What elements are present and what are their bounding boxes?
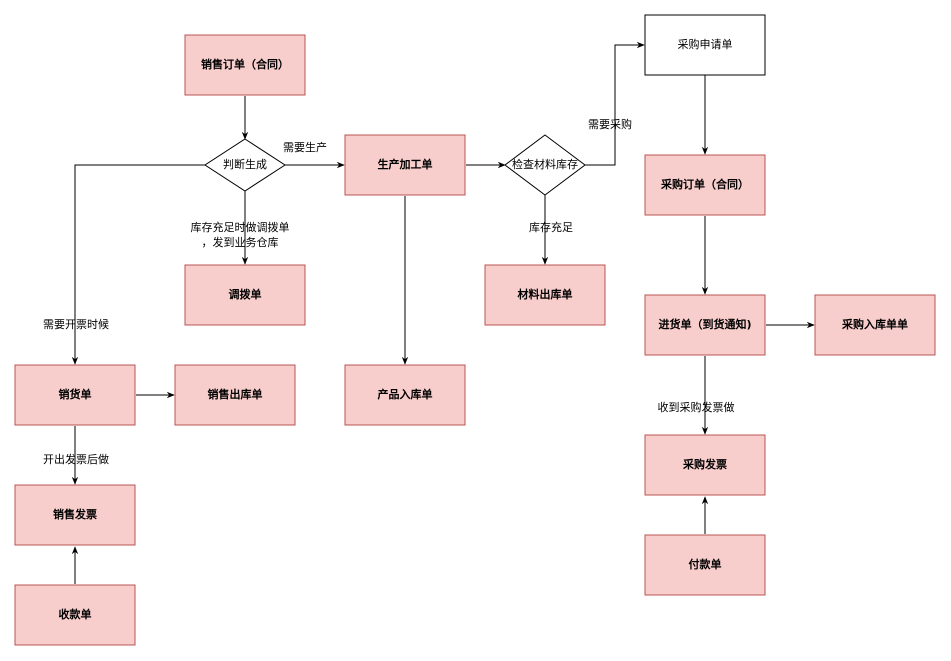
edge-label-need-production: 需要生产 [283, 140, 327, 154]
edge-label-allocation-line1: 库存充足时做调拨单 [191, 220, 290, 234]
node-label: 调拨单 [229, 287, 262, 301]
node-sales-delivery: 销货单 [14, 364, 136, 426]
node-purchase-order: 采购订单（合同） [644, 154, 766, 216]
node-label: 采购发票 [682, 457, 727, 471]
edge-label-after-invoice: 开出发票后做 [43, 452, 109, 466]
node-label: 销售订单（合同） [201, 57, 289, 71]
node-material-out: 材料出库单 [484, 264, 606, 326]
node-label: 产品入库单 [378, 387, 433, 401]
node-payment: 付款单 [644, 534, 766, 596]
node-label: 收款单 [59, 607, 92, 621]
node-judge-diamond: 判断生成 [204, 138, 286, 192]
node-production: 生产加工单 [344, 134, 466, 196]
node-label: 判断生成 [223, 157, 267, 171]
edge-label-stock-sufficient: 库存充足 [529, 220, 573, 234]
edge-label-receive-invoice: 收到采购发票做 [658, 400, 735, 414]
node-product-in: 产品入库单 [344, 364, 466, 426]
edge-judge-to-sales-delivery [71, 164, 205, 365]
node-label: 销售出库单 [208, 387, 263, 401]
node-label: 进货单（到货通知) [658, 317, 751, 331]
node-label: 销售发票 [53, 507, 97, 521]
node-sales-out: 销售出库单 [174, 364, 296, 426]
node-purchase-in: 采购入库单单 [814, 294, 936, 356]
node-label: 采购订单（合同） [660, 177, 749, 191]
edge-label-need-purchase: 需要采购 [588, 117, 632, 131]
node-label: 销货单 [59, 387, 92, 401]
node-sales-order: 销售订单（合同） [184, 34, 306, 96]
node-label: 采购申请单 [678, 37, 733, 51]
edge-check-to-purchase-request [585, 41, 645, 166]
edge-labels: 需要生产 库存充足时做调拨单 ，发到业务仓库 需要开票时候 需要采购 库存充足 … [43, 117, 735, 466]
node-label: 检查材料库存 [512, 157, 578, 171]
node-label: 生产加工单 [378, 157, 433, 171]
node-purchase-invoice: 采购发票 [644, 434, 766, 496]
edge-label-need-invoice: 需要开票时候 [43, 317, 109, 331]
node-receipt-notice: 进货单（到货通知) [644, 294, 766, 356]
edges [71, 41, 815, 584]
node-collection: 收款单 [14, 584, 136, 646]
node-label: 采购入库单单 [841, 317, 908, 331]
node-label: 材料出库单 [518, 287, 573, 301]
node-allocation: 调拨单 [184, 264, 306, 326]
edge-label-allocation-line2: ，发到业务仓库 [202, 235, 279, 249]
node-check-stock-diamond: 检查材料库存 [504, 134, 586, 196]
node-sales-invoice: 销售发票 [14, 484, 136, 546]
node-purchase-request: 采购申请单 [644, 14, 766, 76]
node-label: 付款单 [689, 557, 722, 571]
